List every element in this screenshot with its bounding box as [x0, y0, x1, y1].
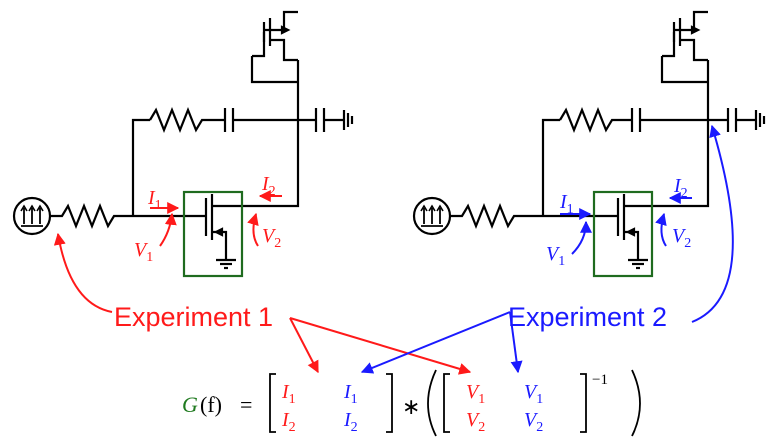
exp1-pointer-source [53, 232, 113, 313]
pmos-transistor-icon [250, 10, 298, 84]
exp2-i2-label: I2 [673, 175, 688, 201]
bracket-right [580, 373, 587, 433]
bracket-right [386, 373, 393, 433]
experiment-2-label: Experiment 2 [508, 302, 667, 332]
v1-arrow [159, 212, 177, 247]
formula: G (f) = I1 I1 I2 I2 ∗ V1 V1 V2 V2 −1 [182, 369, 641, 437]
bracket-left [269, 373, 276, 433]
nmos-transistor-icon [180, 194, 258, 260]
resistor-icon [559, 107, 632, 133]
paren-right [631, 369, 641, 437]
formula-inverse-exponent: −1 [592, 372, 608, 388]
v2-arrow [655, 212, 667, 247]
experiment-1-label: Experiment 1 [114, 302, 273, 332]
v2-arrow [247, 212, 259, 247]
exp1-pointer-v [289, 317, 472, 375]
capacitor-icon [314, 108, 326, 132]
formula-f: (f) [200, 392, 222, 417]
formula-star: ∗ [402, 394, 420, 419]
exp2-pointer-i [360, 311, 511, 374]
matrix-v-12: V1 [524, 381, 543, 407]
exp1-annotations [53, 190, 472, 375]
pmos-transistor-icon [660, 10, 708, 84]
exp2-v1-label: V1 [546, 243, 565, 269]
exp2-v2-label: V2 [672, 225, 691, 251]
exp1-i2-label: I2 [261, 173, 276, 199]
formula-g: G [182, 392, 198, 417]
resistor-icon [450, 203, 600, 229]
exp1-v1-label: V1 [134, 239, 153, 265]
dut-box [592, 190, 654, 278]
resistor-icon [149, 107, 225, 133]
capacitor-icon [630, 108, 642, 132]
matrix-v-11: V1 [466, 381, 485, 407]
matrix-i-11: I1 [281, 381, 296, 407]
circuit-experiment-2 [412, 10, 766, 270]
matrix-i-12: I1 [343, 381, 358, 407]
exp2-annotations [360, 124, 734, 374]
matrix-v-22: V2 [524, 409, 543, 435]
capacitor-icon [726, 108, 738, 132]
bracket-left [443, 373, 450, 433]
formula-eq: = [240, 392, 252, 417]
nmos-transistor-icon [600, 194, 668, 260]
ground-icon [216, 258, 236, 270]
ground-icon [754, 110, 766, 130]
exp1-pointer-i [289, 317, 319, 374]
exp2-pointer-v [509, 311, 523, 374]
matrix-i-22: I2 [343, 409, 358, 435]
exp2-i1-label: I1 [559, 191, 574, 217]
capacitor-icon [223, 108, 235, 132]
exp2-pointer-node [691, 124, 734, 323]
matrix-v-21: V2 [466, 409, 485, 435]
resistor-icon [50, 203, 180, 229]
circuit-experiment-1 [12, 10, 354, 270]
paren-left [427, 369, 437, 437]
exp1-i1-label: I1 [147, 187, 162, 213]
ground-icon [628, 258, 648, 270]
ground-icon [342, 110, 354, 130]
matrix-i-21: I2 [281, 409, 296, 435]
ac-source-icon [12, 196, 52, 236]
v1-arrow [571, 220, 592, 255]
exp1-v2-label: V2 [262, 225, 281, 251]
dut-box [182, 190, 244, 278]
ac-source-icon [412, 196, 452, 236]
